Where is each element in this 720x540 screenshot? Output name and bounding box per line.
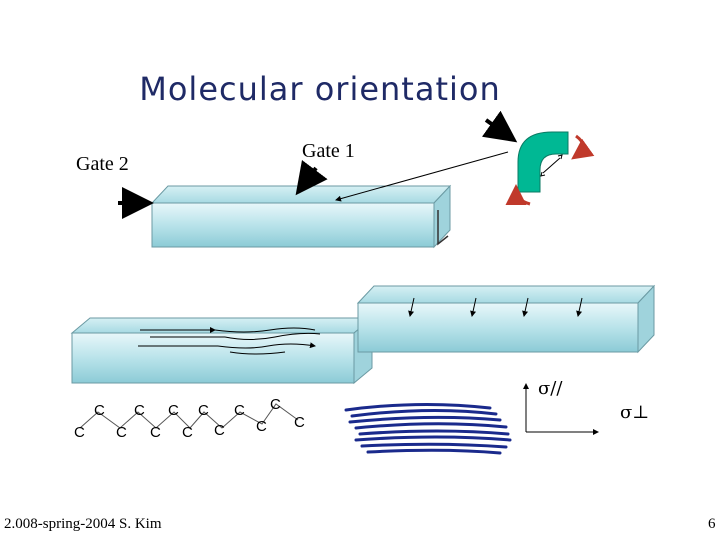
chain-atom: C <box>294 414 305 431</box>
chain-atom: C <box>116 424 127 441</box>
chain-atom: C <box>134 402 145 419</box>
mold-bar-top <box>150 184 452 249</box>
flow-lines <box>138 327 321 355</box>
footer-course: 2.008-spring-2004 S. Kim <box>4 516 162 532</box>
pointer-line <box>335 151 509 202</box>
chain-atom: C <box>214 422 225 439</box>
chain-atom: C <box>198 402 209 419</box>
elbow-pointer-arrow <box>481 110 518 143</box>
chain-atom: C <box>74 424 85 441</box>
slide-title: Molecular orientation <box>139 70 501 108</box>
gate2-label: Gate 2 <box>76 153 129 175</box>
gate1-label: Gate 1 <box>302 140 355 162</box>
chain-atom: C <box>150 424 161 441</box>
footer-page-number: 6 <box>708 516 716 532</box>
polymer-chain-bonds <box>79 403 299 429</box>
chain-atom: C <box>256 418 267 435</box>
chain-atom: C <box>168 402 179 419</box>
perpendicular-flow-arrows <box>408 297 583 317</box>
oriented-fibers <box>344 402 512 455</box>
rotation-arrow-bottom <box>505 184 531 206</box>
perpendicular-stress-label: σ⊥ <box>620 402 650 423</box>
chain-atom: C <box>94 402 105 419</box>
chain-atom: C <box>182 424 193 441</box>
elbow-part <box>517 131 569 193</box>
gate1-arrow <box>295 160 328 196</box>
mold-bar-lower-right <box>356 284 656 354</box>
parallel-stress-label: σ// <box>538 378 563 399</box>
chain-atom: C <box>270 396 281 413</box>
chain-atom: C <box>234 402 245 419</box>
rotation-arrow-top <box>571 134 595 160</box>
mold-bar-lower-left <box>70 316 374 385</box>
